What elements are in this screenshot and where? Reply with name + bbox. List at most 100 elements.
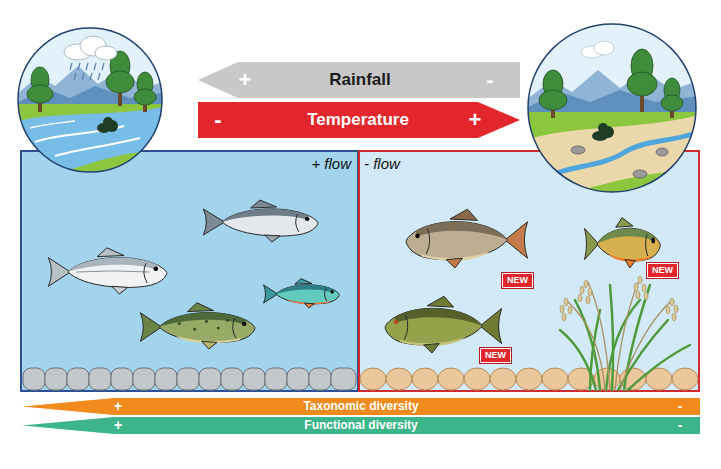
sand-pebbles-part — [490, 368, 516, 390]
wet-landscape-part — [15, 104, 167, 178]
sea-bass-fish-part — [77, 271, 150, 272]
sunfish-fish-part — [597, 228, 660, 261]
carp-fish-part — [415, 233, 420, 238]
sea-bass-fish-part — [144, 263, 147, 283]
tench-fish-part — [480, 308, 502, 343]
aquatic-plants-part-part — [644, 292, 648, 300]
high-flow-panel: + flow — [20, 150, 359, 392]
sign-symbol: + — [114, 417, 122, 433]
badge-text: NEW — [485, 350, 506, 361]
aquatic-plants-part-part — [568, 306, 572, 314]
sunfish-fish-part — [651, 238, 655, 244]
temperature-arrow-fill — [198, 102, 520, 138]
sea-bass-fish-part — [97, 248, 124, 257]
sand-pebbles-part — [464, 368, 490, 390]
badge-text: NEW — [652, 265, 673, 276]
wet-landscape-part — [55, 138, 140, 156]
sea-bass-fish-part — [48, 258, 70, 287]
dry-landscape-part — [526, 70, 700, 118]
river-stones — [23, 368, 356, 390]
aquatic-plants-part-part — [588, 282, 610, 390]
river-stones-part — [287, 368, 309, 390]
carp-fish — [406, 209, 527, 268]
river-stones-part — [331, 368, 356, 390]
dry-landscape-part-part — [640, 96, 644, 112]
dry-landscape — [526, 22, 700, 196]
new-badge: NEW — [480, 348, 511, 363]
trout-fish-part — [188, 303, 214, 312]
wet-landscape-part-part — [94, 63, 96, 70]
aquatic-plants-part-part — [560, 305, 564, 313]
rainfall-arrow-fill — [198, 62, 520, 98]
sea-bass-fish-part — [112, 286, 128, 294]
wet-landscape-part-part — [82, 73, 84, 80]
new-badge: NEW — [502, 273, 533, 288]
wet-landscape-part — [64, 36, 117, 60]
sea-bass-fish-part — [68, 258, 158, 272]
river-stones-part — [265, 368, 287, 390]
aquatic-plants-part-part — [580, 286, 584, 294]
dry-landscape-part — [526, 22, 700, 196]
trout-fish-part-part — [193, 328, 196, 331]
dry-landscape-part — [581, 41, 614, 58]
sign-symbol: - — [678, 417, 683, 433]
wet-landscape-part-part — [86, 63, 88, 70]
salmon-fish-part — [222, 209, 309, 222]
aquatic-plants — [560, 276, 690, 390]
high-flow-panel-fill — [21, 151, 358, 391]
aquatic-plants-part-part — [672, 313, 676, 321]
trout-fish-part-part — [217, 327, 220, 330]
stickleback-fish — [264, 279, 340, 308]
dry-landscape-part — [526, 112, 700, 196]
dry-landscape-outline-part — [528, 24, 696, 192]
aquatic-plants-part-part — [590, 310, 600, 390]
sign-symbol: - — [678, 398, 683, 414]
aquatic-plants-part-part — [615, 278, 640, 390]
dry-landscape-part — [571, 146, 668, 178]
badge-text: NEW — [507, 275, 528, 286]
panel-label: - flow — [364, 155, 400, 172]
aquatic-plants-part-part — [566, 300, 605, 390]
arrow-label: Temperature — [307, 110, 409, 130]
tench-fish-part — [424, 344, 440, 353]
wet-landscape-part — [97, 117, 118, 133]
tench-fish-part — [385, 308, 482, 345]
tench-fish-part — [394, 308, 483, 326]
aquatic-plants-part-part — [564, 298, 568, 306]
stickleback-fish-part — [304, 303, 314, 308]
wet-landscape-part-part — [106, 71, 134, 93]
aquatic-plants-part — [566, 278, 672, 390]
sand-pebbles-part — [360, 368, 386, 390]
river-stones-part — [111, 368, 133, 390]
dry-landscape-outline — [528, 24, 696, 192]
high-flow-panel-fill-part — [21, 151, 358, 391]
dry-landscape-part — [540, 132, 700, 180]
sign-symbol: + — [239, 67, 252, 92]
trout-fish-part — [202, 341, 217, 349]
carp-fish-part — [426, 229, 429, 254]
temperature-arrow: -Temperature+ — [198, 102, 520, 138]
low-flow-panel-fill-part — [359, 151, 699, 391]
tench-fish-part — [404, 315, 407, 339]
low-flow-panel-fill — [359, 151, 699, 391]
functional-diversity-band: +Functional diversity- — [22, 417, 700, 434]
river-stones-part — [309, 368, 331, 390]
river-stones-part — [155, 368, 177, 390]
trout-fish-part-part — [226, 319, 229, 322]
river-stones-part — [199, 368, 221, 390]
tench-fish — [385, 296, 502, 353]
dry-landscape-part — [539, 49, 683, 118]
taxonomic-diversity-band: +Taxonomic diversity- — [22, 398, 700, 415]
salmon-fish-part — [265, 235, 280, 242]
panel-label: + flow — [311, 155, 351, 172]
dry-landscape-part-part — [627, 72, 657, 96]
trout-fish-part-part — [205, 320, 208, 323]
salmon-fish-part — [203, 209, 224, 235]
sand-pebbles-part — [438, 368, 464, 390]
tench-fish-part — [427, 296, 453, 307]
aquatic-plants-part-part — [636, 291, 640, 299]
sand-pebbles-part — [542, 368, 568, 390]
sunfish-fish-part — [616, 218, 633, 228]
trout-fish-part — [159, 313, 246, 327]
